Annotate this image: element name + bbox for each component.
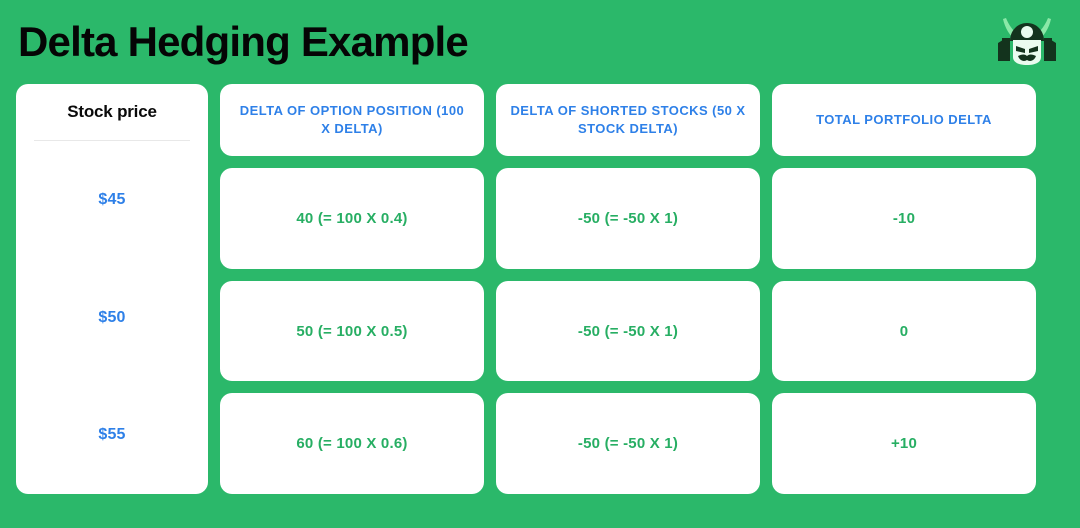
shorted-delta-cell: -50 (= -50 X 1) [496, 393, 760, 495]
column-header-shorted-stocks-delta: DELTA OF SHORTED STOCKS (50 X STOCK DELT… [496, 84, 760, 156]
page-header: Delta Hedging Example [0, 0, 1080, 84]
stock-price-column: Stock price $45 $50 $55 [16, 84, 208, 494]
total-delta-cell: -10 [772, 168, 1036, 269]
data-columns: DELTA OF OPTION POSITION (100 X DELTA) 4… [220, 84, 1036, 495]
column-header-stock-price: Stock price [67, 102, 157, 121]
delta-hedging-table: Stock price $45 $50 $55 DELTA OF OPTION … [16, 84, 1036, 495]
page-title: Delta Hedging Example [18, 18, 469, 65]
shorted-delta-cell: -50 (= -50 X 1) [496, 168, 760, 269]
shorted-delta-cell: -50 (= -50 X 1) [496, 280, 760, 382]
option-delta-cell: 50 (= 100 X 0.5) [220, 280, 484, 382]
column-header-total-portfolio-delta: TOTAL PORTFOLIO DELTA [772, 84, 1036, 156]
total-delta-cell: +10 [772, 393, 1036, 495]
stock-price-cell: $50 [98, 308, 126, 326]
stock-price-cell: $45 [98, 190, 126, 208]
stock-price-values: $45 $50 $55 [16, 141, 208, 494]
total-delta-cell: 0 [772, 280, 1036, 382]
total-portfolio-delta-column: TOTAL PORTFOLIO DELTA -10 0 +10 [772, 84, 1036, 495]
shorted-stocks-delta-column: DELTA OF SHORTED STOCKS (50 X STOCK DELT… [496, 84, 760, 495]
option-delta-cell: 60 (= 100 X 0.6) [220, 393, 484, 495]
stock-price-divider [34, 140, 190, 141]
samurai-mask-logo [998, 18, 1056, 65]
option-delta-cell: 40 (= 100 X 0.4) [220, 168, 484, 269]
column-header-option-delta: DELTA OF OPTION POSITION (100 X DELTA) [220, 84, 484, 156]
stock-price-cell: $55 [98, 426, 126, 444]
option-delta-column: DELTA OF OPTION POSITION (100 X DELTA) 4… [220, 84, 484, 495]
